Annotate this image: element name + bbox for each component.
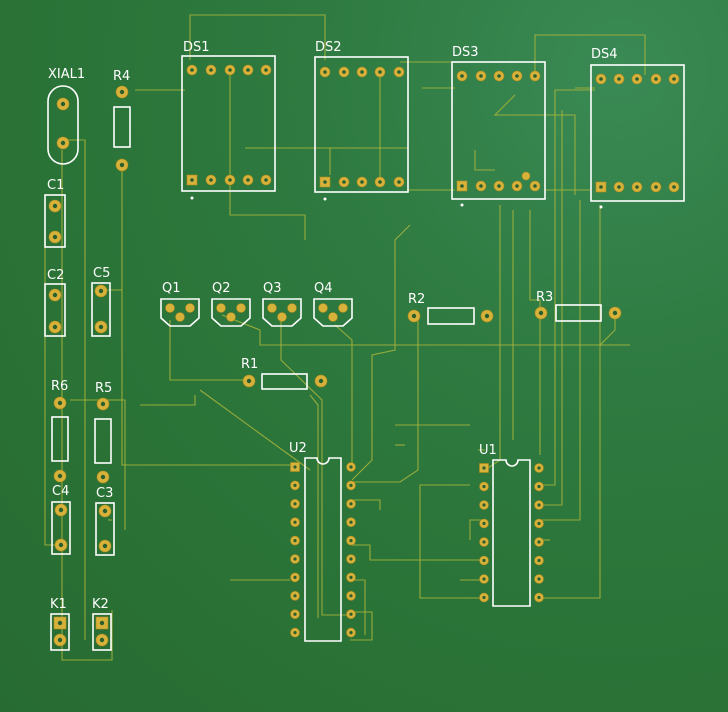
ic-pin-hole: [293, 575, 297, 580]
ic-pin-hole: [349, 539, 353, 543]
label-r1: R1: [241, 357, 258, 372]
ic-pin-hole: [293, 612, 297, 616]
ic-pin-hole: [482, 466, 486, 470]
resistor-r6: R6: [51, 379, 69, 483]
display-ds1: DS1: [181, 40, 276, 200]
capacitor-c1: C1: [44, 178, 66, 248]
label-r2: R2: [408, 292, 425, 307]
capacitor-c3: C3: [95, 486, 115, 556]
display-ds3: DS3: [451, 45, 546, 207]
label-ds4: DS4: [591, 47, 618, 62]
label-q4: Q4: [314, 281, 333, 296]
transistor-q3: Q3: [262, 281, 302, 327]
label-c2: C2: [47, 268, 64, 283]
ic-pin-hole: [349, 575, 353, 580]
ic-pin-hole: [293, 502, 297, 506]
ic-pin-hole: [537, 540, 541, 544]
label-r5: R5: [95, 381, 112, 396]
capacitor-c5: C5: [91, 266, 111, 337]
label-c3: C3: [96, 486, 113, 501]
ic-pin-hole: [482, 558, 486, 563]
ic-pin-hole: [293, 483, 297, 487]
ic-pin-hole: [482, 521, 486, 526]
ic-pin-hole: [293, 557, 297, 561]
resistor-r5: R5: [94, 381, 112, 484]
transistor-q1: Q1: [160, 281, 200, 327]
resistor-r1: R1: [241, 357, 328, 390]
ic-pin-hole: [293, 520, 297, 524]
label-k2: K2: [92, 597, 109, 612]
resistor-r2: R2: [407, 292, 494, 325]
label-ds3: DS3: [452, 45, 479, 60]
label-c4: C4: [52, 484, 69, 499]
ic-pin-hole: [349, 465, 353, 469]
ic-pin-hole: [482, 540, 486, 544]
ic-pin-hole: [293, 539, 297, 543]
label-u2: U2: [289, 441, 307, 456]
crystal-xial1: XIAL1: [47, 67, 85, 165]
ic-pin-hole: [482, 503, 486, 507]
ic-pin-hole: [537, 466, 541, 470]
ic-pin-hole: [293, 631, 297, 635]
label-q2: Q2: [212, 281, 231, 296]
ic-pin-hole: [349, 520, 353, 524]
label-k1: K1: [50, 597, 67, 612]
label-q1: Q1: [162, 281, 181, 296]
label-r3: R3: [536, 290, 553, 305]
label-u1: U1: [479, 443, 497, 458]
ic-pin-hole: [349, 557, 353, 561]
label-ds2: DS2: [315, 40, 342, 55]
ic-pin-hole: [349, 631, 353, 635]
ic-pin-hole: [293, 465, 297, 469]
label-c5: C5: [93, 266, 110, 281]
ic-pin-hole: [537, 558, 541, 563]
transistor-q4: Q4: [313, 281, 353, 327]
transistor-q2: Q2: [211, 281, 251, 327]
ic-pin-hole: [482, 577, 486, 581]
ic-pin-hole: [537, 521, 541, 526]
ic-pin-hole: [537, 595, 541, 600]
label-r4: R4: [113, 69, 130, 84]
label-c1: C1: [47, 178, 64, 193]
capacitor-c4: C4: [51, 484, 71, 555]
ic-pin-hole: [482, 595, 486, 600]
connector-k1: K1: [50, 597, 70, 651]
ic-pin-hole: [537, 577, 541, 581]
traces: [44, 14, 646, 661]
connector-k2: K2: [92, 597, 112, 651]
ic-pin-hole: [293, 594, 297, 598]
ic-pin-hole: [537, 484, 541, 489]
ic-u2: U2: [289, 441, 356, 642]
ic-pin-hole: [537, 503, 541, 507]
ic-pin-hole: [349, 483, 353, 487]
ic-pin-hole: [349, 594, 353, 598]
label-q3: Q3: [263, 281, 282, 296]
ic-pin-hole: [482, 484, 486, 489]
ic-u1: U1: [479, 443, 544, 607]
resistor-r4: R4: [113, 69, 131, 172]
label-ds1: DS1: [183, 40, 210, 55]
label-r6: R6: [51, 379, 68, 394]
display-ds2: DS2: [314, 40, 409, 201]
ic-pin-hole: [349, 502, 353, 506]
display-ds4: DS4: [590, 47, 685, 209]
label-xial1: XIAL1: [48, 67, 85, 82]
capacitor-c2: C2: [44, 268, 66, 337]
resistor-r3: R3: [534, 290, 622, 322]
ic-pin-hole: [349, 612, 353, 616]
